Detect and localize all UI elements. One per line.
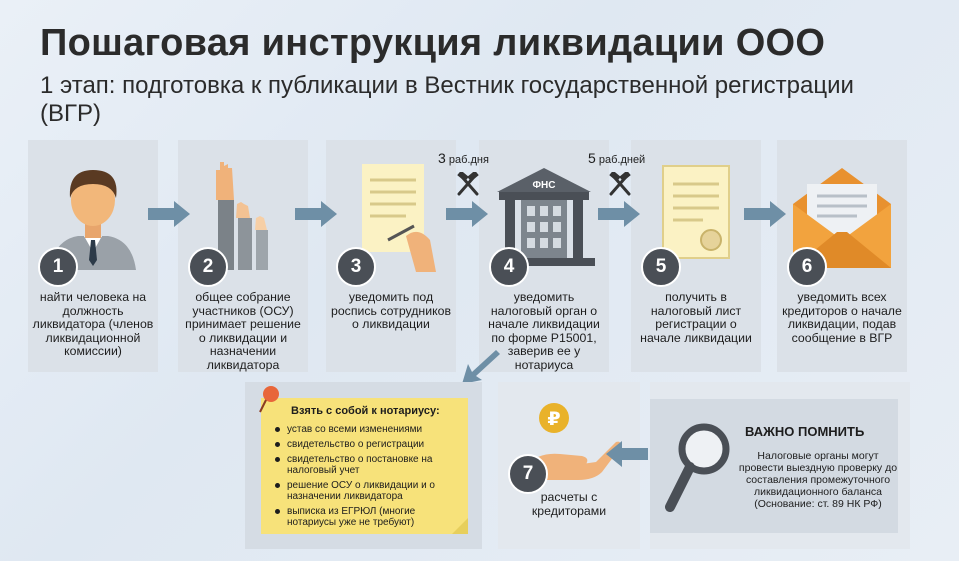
arrow-down-left-icon xyxy=(462,350,500,384)
step-card-1: 1 найти человека на должность ликвидатор… xyxy=(28,140,158,372)
step-card-4: ФНС 4 уведомить налоговый орган о начале… xyxy=(479,140,609,372)
step-card-2: 2 общее собрание участников (ОСУ) приним… xyxy=(178,140,308,372)
arrow-right-icon xyxy=(148,201,190,227)
step-text: уведомить налоговый орган о начале ликви… xyxy=(488,290,600,372)
timing-label-3-days: 3 раб.дня xyxy=(438,150,489,166)
step-number-badge: 6 xyxy=(787,247,827,287)
certificate-icon xyxy=(662,165,730,259)
sticky-note: Взять с собой к нотариусу: устав со всем… xyxy=(261,398,468,534)
step-number-badge: 2 xyxy=(188,247,228,287)
step-number-badge: 5 xyxy=(641,247,681,287)
notary-items-list: устав со всеми изменениями свидетельство… xyxy=(273,424,461,532)
step-text: найти человека на должность ликвидатора … xyxy=(32,290,154,358)
step-card-3: 3 уведомить под роспись сотрудников о ли… xyxy=(326,140,456,372)
ruble-sign: ₽ xyxy=(547,408,560,430)
step-text: общее собрание участников (ОСУ) принимае… xyxy=(185,290,301,372)
step-text: получить в налоговый лист регистрации о … xyxy=(640,290,752,345)
folded-corner-icon xyxy=(452,518,468,534)
building-sign-label: ФНС xyxy=(533,180,556,191)
step-text: уведомить под роспись сотрудников о ликв… xyxy=(331,290,451,331)
important-text: Налоговые органы могут провести выездную… xyxy=(738,450,898,510)
step-card-7: ₽ 7 расчеты с кредиторами xyxy=(498,382,640,549)
list-item: свидетельство о регистрации xyxy=(273,439,461,450)
list-item: устав со всеми изменениями xyxy=(273,424,461,435)
notary-checklist-panel: Взять с собой к нотариусу: устав со всем… xyxy=(245,382,482,549)
step-text: уведомить всех кредиторов о начале ликви… xyxy=(782,290,902,345)
step-number-badge: 3 xyxy=(336,247,376,287)
hammers-icon xyxy=(457,172,479,196)
signing-document-icon xyxy=(362,164,436,272)
magnifier-icon xyxy=(665,423,730,512)
page-subtitle: 1 этап: подготовка к публикации в Вестни… xyxy=(40,72,854,127)
page-title: Пошаговая инструкция ликвидации ООО xyxy=(40,22,826,64)
notary-heading: Взять с собой к нотариусу: xyxy=(291,405,440,417)
list-item: свидетельство о постановке на налоговый … xyxy=(273,454,461,476)
list-item: выписка из ЕГРЮЛ (многие нотариусы уже н… xyxy=(273,506,461,528)
arrow-right-icon xyxy=(446,201,488,227)
step-number-badge: 1 xyxy=(38,247,78,287)
timing-label-5-days: 5 раб.дней xyxy=(588,150,646,166)
hand-with-coin-icon: ₽ xyxy=(526,403,621,480)
important-panel: ВАЖНО ПОМНИТЬ Налоговые органы могут про… xyxy=(650,382,910,549)
pushpin-icon xyxy=(259,386,279,413)
step-number-badge: 7 xyxy=(508,454,548,494)
arrow-right-icon xyxy=(295,201,337,227)
step-card-6: 6 уведомить всех кредиторов о начале лик… xyxy=(777,140,907,372)
step-number-badge: 4 xyxy=(489,247,529,287)
tax-office-building-icon: ФНС xyxy=(493,168,595,266)
step-text: расчеты с кредиторами xyxy=(531,490,607,518)
arrow-left-icon xyxy=(606,441,648,467)
step-card-5: 5 получить в налоговый лист регистрации … xyxy=(631,140,761,372)
list-item: решение ОСУ о ликвидации и о назначении … xyxy=(273,480,461,502)
arrow-right-icon xyxy=(744,201,786,227)
hammers-icon xyxy=(609,172,631,196)
important-heading: ВАЖНО ПОМНИТЬ xyxy=(745,424,865,439)
arrow-right-icon xyxy=(598,201,640,227)
